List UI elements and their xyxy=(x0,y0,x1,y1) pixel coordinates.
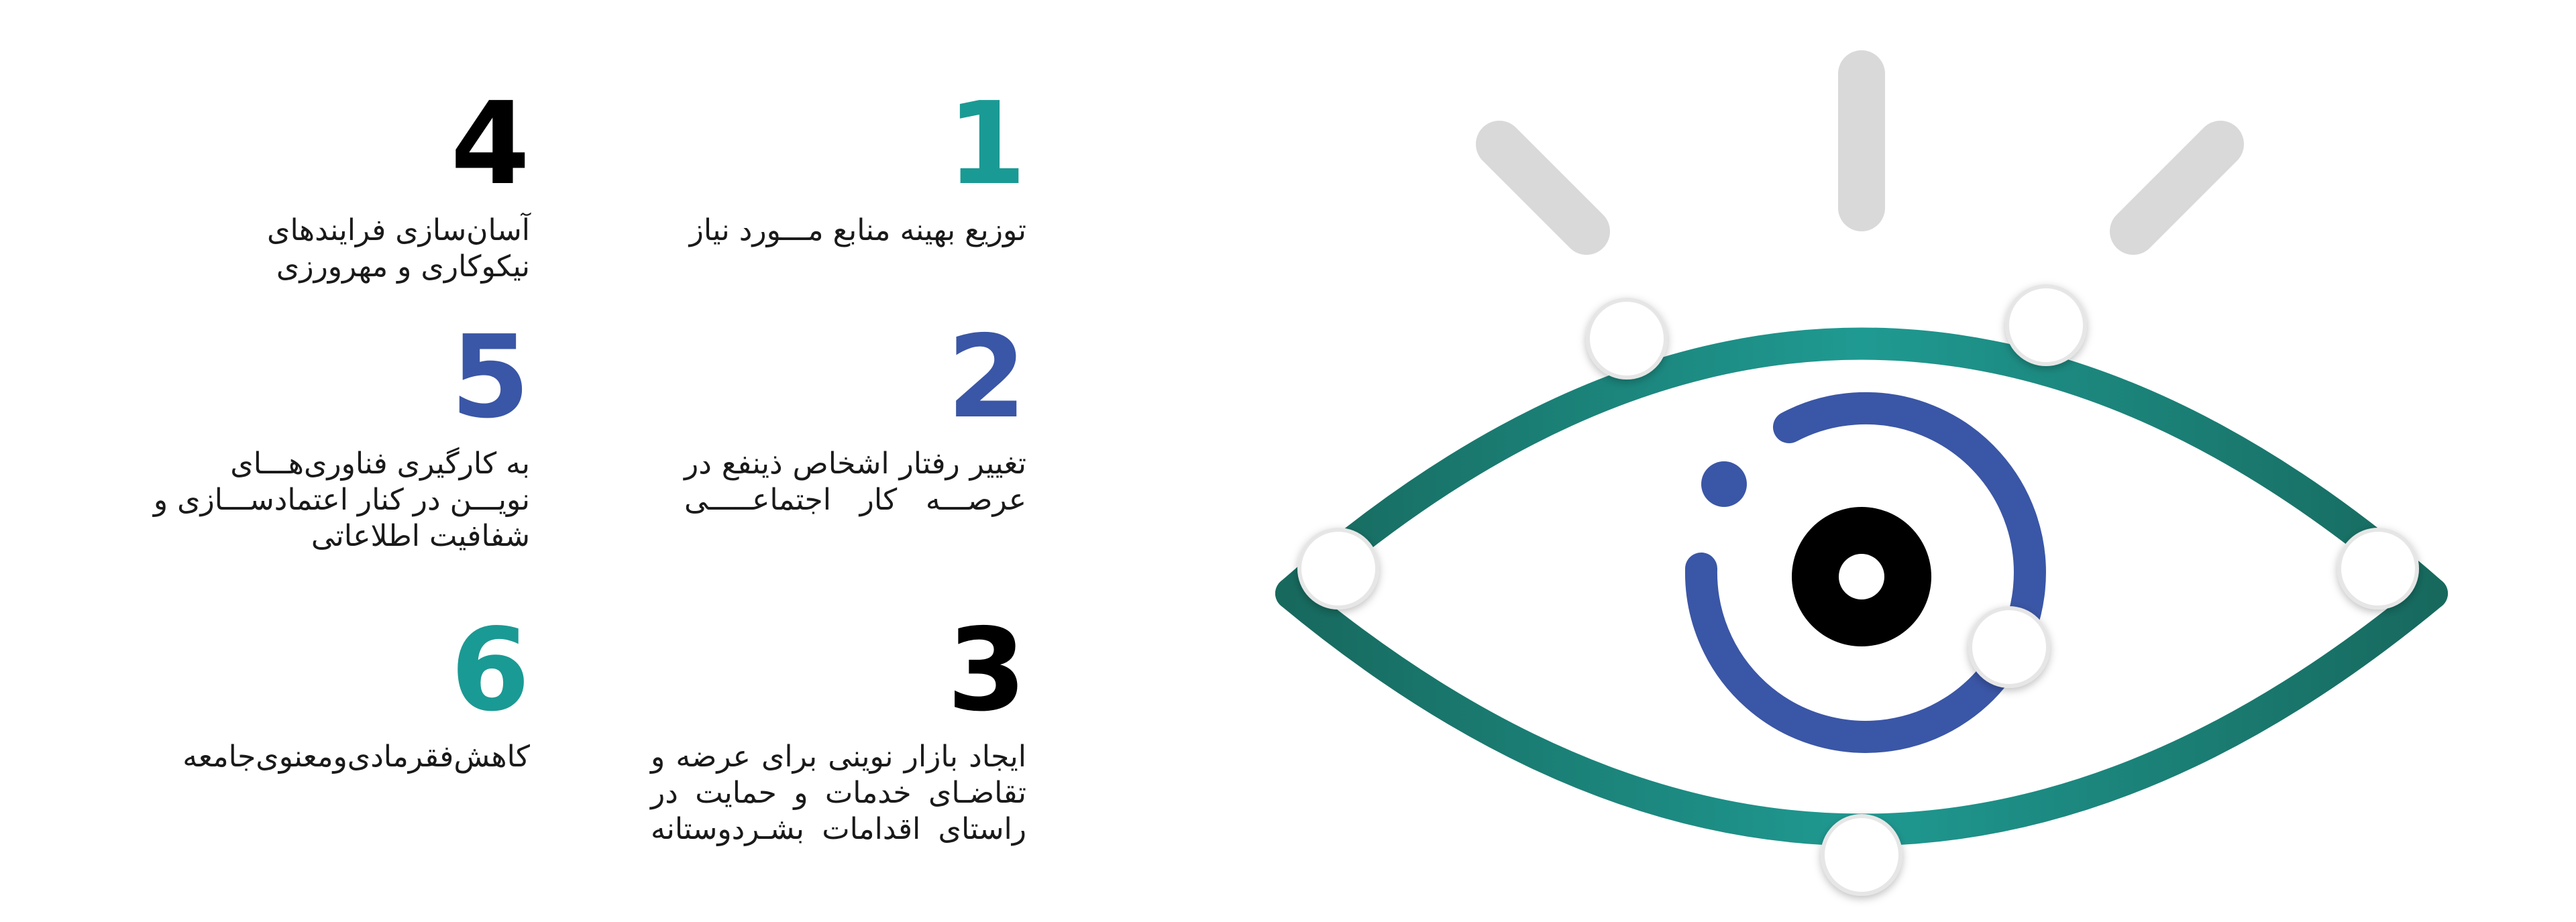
item-number: 1 xyxy=(947,78,1026,211)
iris-dot xyxy=(1701,461,1747,507)
light-rays xyxy=(1476,50,2244,255)
node-1 xyxy=(1586,298,1668,380)
item-text: به کارگیری فناوری‌هـــای نویـــن در کنار… xyxy=(153,447,530,553)
item-number: 6 xyxy=(450,604,530,737)
item-2: 2 تغییر رفتار اشخاص ذینفع در عرصـــه کار… xyxy=(684,321,1026,518)
item-3: 3 ایجاد بازار نوینی برای عرضه و تقاضـای … xyxy=(651,614,1026,848)
item-text: توزیع بهینه منابع مـــورد نیاز xyxy=(689,213,1026,247)
item-text: تغییر رفتار اشخاص ذینفع در عرصـــه کار ا… xyxy=(684,447,1026,517)
node-6 xyxy=(1821,814,1902,896)
item-number: 3 xyxy=(947,604,1026,737)
node-3 xyxy=(1297,528,1379,610)
item-5: 5 به کارگیری فناوری‌هـــای نویـــن در کن… xyxy=(151,321,530,555)
item-1: 1 توزیع بهینه منابع مـــورد نیاز xyxy=(664,87,1026,249)
ray-right xyxy=(2110,121,2244,255)
item-text: کاهش‌فقرمادی‌ومعنوی‌جامعه xyxy=(182,740,530,774)
item-number: 2 xyxy=(947,311,1026,444)
pupil-highlight xyxy=(1839,554,1884,599)
item-number: 5 xyxy=(450,311,530,444)
node-2 xyxy=(2005,284,2087,366)
node-4 xyxy=(2337,528,2419,610)
eye-upper-lid xyxy=(1275,327,2448,610)
item-number: 4 xyxy=(450,78,530,211)
item-text: آسان‌سازی فرایندهای نیکوکاری و مهرورزی xyxy=(267,213,530,284)
ray-left xyxy=(1476,121,1610,255)
item-6: 6 کاهش‌فقرمادی‌ومعنوی‌جامعه xyxy=(151,614,530,775)
item-text: ایجاد بازار نوینی برای عرضه و تقاضـای خد… xyxy=(651,740,1026,846)
node-5 xyxy=(1968,606,2050,688)
item-4: 4 آسان‌سازی فرایندهای نیکوکاری و مهرورزی xyxy=(151,87,530,285)
nodes xyxy=(1297,284,2419,896)
